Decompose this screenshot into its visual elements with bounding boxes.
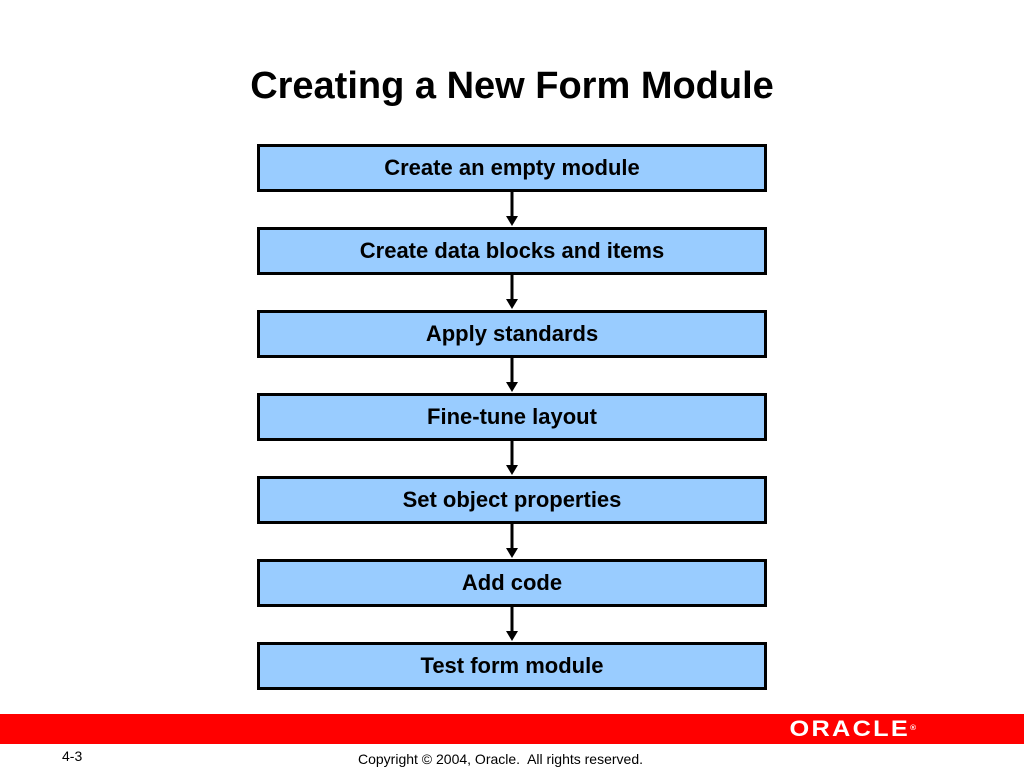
arrow-down-icon (257, 607, 767, 642)
step-set-object-properties: Set object properties (257, 476, 767, 524)
registered-mark: ® (910, 725, 916, 732)
step-create-empty-module: Create an empty module (257, 144, 767, 192)
step-add-code: Add code (257, 559, 767, 607)
slide-title: Creating a New Form Module (250, 65, 774, 107)
flowchart: Create an empty module Create data block… (257, 144, 767, 690)
logo-text: ORACLE (789, 716, 911, 741)
step-fine-tune-layout: Fine-tune layout (257, 393, 767, 441)
step-create-data-blocks: Create data blocks and items (257, 227, 767, 275)
step-test-form-module: Test form module (257, 642, 767, 690)
step-apply-standards: Apply standards (257, 310, 767, 358)
footer-bar: ORACLE® (0, 714, 1024, 744)
copyright-notice: Copyright © 2004, Oracle. All rights res… (358, 751, 643, 767)
arrow-down-icon (257, 441, 767, 476)
arrow-down-icon (257, 358, 767, 393)
arrow-down-icon (257, 275, 767, 310)
page-number: 4-3 (62, 748, 83, 764)
arrow-down-icon (257, 192, 767, 227)
oracle-logo: ORACLE® (789, 717, 916, 741)
arrow-down-icon (257, 524, 767, 559)
